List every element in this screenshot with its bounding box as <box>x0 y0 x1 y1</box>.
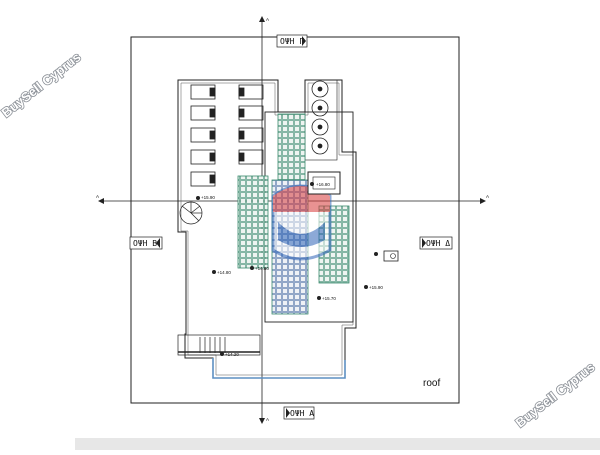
spiral-stair-icon <box>179 201 203 225</box>
right-fixture <box>383 250 399 262</box>
bottom-strip <box>75 438 600 450</box>
svg-text:ΟΨΗ Γ: ΟΨΗ Γ <box>280 37 304 46</box>
svg-text:ΟΨΗ Α: ΟΨΗ Α <box>290 409 314 418</box>
section-marker-top: A <box>259 16 269 22</box>
svg-text:A: A <box>486 194 489 199</box>
level-marker-6: +15.90 <box>364 285 383 290</box>
svg-text:ΟΨΗ Β: ΟΨΗ Β <box>133 239 157 248</box>
water-feature <box>212 358 346 379</box>
level-marker-3: +14.80 <box>250 266 269 271</box>
svg-text:+15.90: +15.90 <box>369 285 383 290</box>
watermark-text-bottom-right: BuySell Cyprus <box>513 359 598 430</box>
svg-text:A: A <box>96 194 99 199</box>
level-marker-4: +14.80 <box>212 270 231 275</box>
parking-bays <box>190 84 264 187</box>
fan-units <box>304 79 338 161</box>
svg-text:+14.80: +14.80 <box>217 270 231 275</box>
svg-text:+14.80: +14.80 <box>255 266 269 271</box>
elevation-label-bottom: ΟΨΗ Α <box>283 406 315 420</box>
svg-text:+15.70: +15.70 <box>322 296 336 301</box>
watermark-logo <box>271 184 332 261</box>
svg-text:A: A <box>266 17 269 22</box>
section-marker-bottom: A <box>259 417 269 424</box>
solar-array-left <box>237 175 269 269</box>
level-marker-2: +15.90 <box>196 195 215 200</box>
svg-text:+14.20: +14.20 <box>225 352 239 357</box>
svg-text:+15.90: +15.90 <box>201 195 215 200</box>
staircase <box>177 334 261 356</box>
level-marker-7: +14.20 <box>220 352 239 357</box>
level-marker-1: +16.80 <box>310 182 330 187</box>
level-marker-5: +15.70 <box>317 296 336 301</box>
level-marker-8 <box>374 252 378 256</box>
svg-text:A: A <box>266 417 269 422</box>
elevation-label-top: ΟΨΗ Γ <box>276 34 308 48</box>
elevation-label-left: ΟΨΗ Β <box>129 236 163 250</box>
svg-text:+16.80: +16.80 <box>316 182 330 187</box>
svg-text:ΟΨΗ Δ: ΟΨΗ Δ <box>426 239 450 248</box>
watermark-text-top-left: BuySell Cyprus <box>0 49 84 120</box>
elevation-label-right: ΟΨΗ Δ <box>419 236 453 250</box>
solar-array-top <box>277 113 306 181</box>
roof-label: roof <box>423 378 440 389</box>
skylight-box <box>307 171 341 195</box>
section-marker-right: A <box>480 194 489 204</box>
section-marker-left: A <box>96 194 104 204</box>
